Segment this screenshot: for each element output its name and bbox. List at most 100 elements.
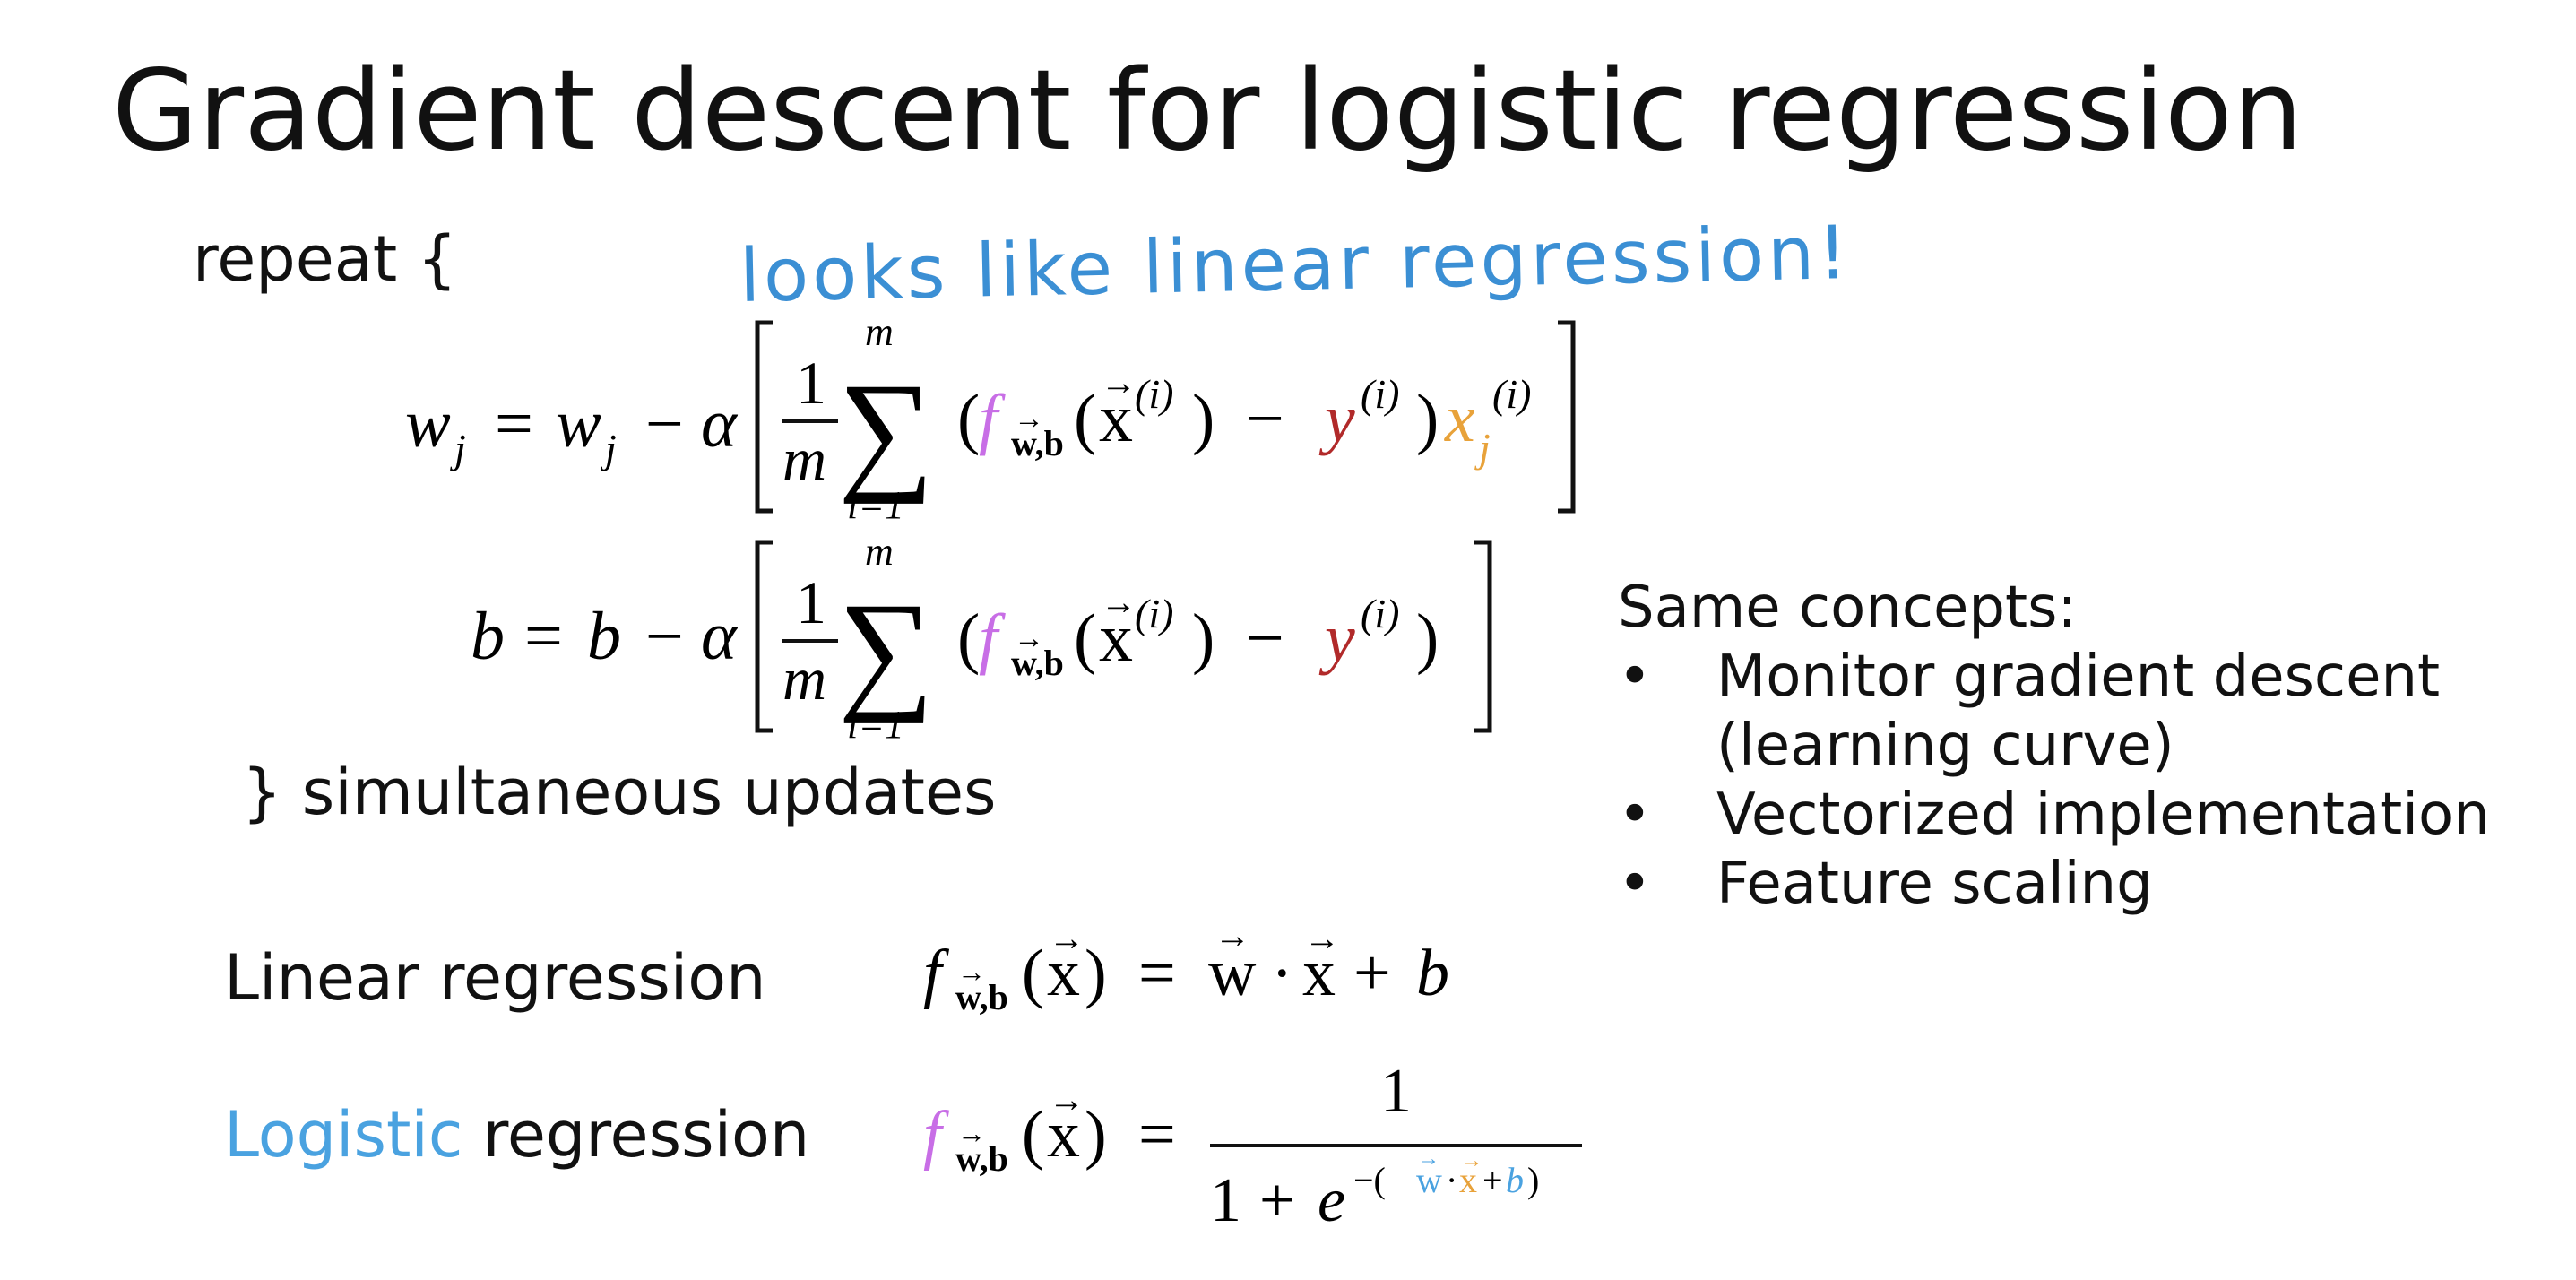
svg-text:): ) <box>1192 601 1215 676</box>
svg-text:(: ( <box>1022 937 1044 1010</box>
svg-text:x: x <box>1302 937 1336 1010</box>
svg-text:−: − <box>1246 601 1284 676</box>
svg-text:): ) <box>1085 937 1107 1010</box>
svg-text:→: → <box>957 956 986 988</box>
bullet: • <box>1618 782 1652 848</box>
svg-text:m: m <box>865 310 894 354</box>
svg-text:(i): (i) <box>1135 591 1173 636</box>
svg-text:y: y <box>1318 381 1355 456</box>
svg-text:α: α <box>701 386 739 462</box>
svg-text:1: 1 <box>796 349 826 417</box>
svg-text:=: = <box>495 386 533 462</box>
svg-text:j: j <box>601 426 617 471</box>
logistic-regression-label: Logistic regression <box>224 1098 809 1172</box>
concept-item-1: Monitor gradient descent <box>1716 644 2441 710</box>
svg-text:w: w <box>1208 937 1257 1010</box>
svg-text:b: b <box>471 599 505 674</box>
svg-text:e: e <box>1318 1166 1345 1235</box>
svg-text:f: f <box>979 381 1006 456</box>
svg-text:(i): (i) <box>1361 591 1399 636</box>
svg-text:b: b <box>1416 937 1449 1010</box>
svg-text:b: b <box>587 599 621 674</box>
svg-text:): ) <box>1192 381 1215 456</box>
svg-text:→: → <box>1215 915 1250 956</box>
svg-text:(i): (i) <box>1492 371 1531 417</box>
svg-text:): ) <box>1416 601 1439 676</box>
svg-text:1: 1 <box>1210 1166 1241 1235</box>
svg-text:(i): (i) <box>1135 371 1173 417</box>
svg-text:i=1: i=1 <box>847 483 904 527</box>
svg-text:+: + <box>1482 1160 1503 1200</box>
svg-text:=: = <box>524 599 563 674</box>
svg-text:x: x <box>1444 381 1475 456</box>
svg-text:∑: ∑ <box>838 575 934 724</box>
svg-text:m: m <box>782 425 826 493</box>
svg-text:w,b: w,b <box>1011 643 1064 683</box>
svg-text:=: = <box>1138 937 1176 1010</box>
svg-text:w: w <box>405 386 451 462</box>
svg-text:y: y <box>1318 601 1355 676</box>
svg-text:·: · <box>1446 1160 1457 1200</box>
svg-text:→: → <box>1014 402 1044 436</box>
b-update-equation: b = b − α 1 m ∑ m i=1 ( f → w,b ( → x (i… <box>471 530 1492 747</box>
same-concepts-heading: Same concepts: <box>1618 575 2077 641</box>
svg-text:→: → <box>1049 1079 1085 1120</box>
svg-text:j: j <box>1474 425 1491 471</box>
svg-text:−: − <box>645 386 684 462</box>
svg-text:−: − <box>1246 381 1284 456</box>
svg-text:w,b: w,b <box>1011 423 1064 463</box>
w-update-equation: w j = w j − α 1 m ∑ m i=1 ( f w,b → ( x … <box>405 310 1576 527</box>
svg-text:x: x <box>1099 381 1133 456</box>
logistic-word: Logistic <box>224 1098 463 1172</box>
svg-text:=: = <box>1138 1098 1176 1172</box>
svg-text:→: → <box>1014 622 1044 655</box>
svg-text:): ) <box>1416 381 1439 456</box>
svg-text:m: m <box>865 530 894 574</box>
svg-text:∑: ∑ <box>838 356 934 505</box>
svg-text:−(: −( <box>1353 1160 1386 1200</box>
page-title: Gradient descent for logistic regression <box>112 47 2304 176</box>
svg-text:i=1: i=1 <box>847 703 904 747</box>
svg-text:→: → <box>1049 918 1085 958</box>
svg-text:→: → <box>1304 918 1340 958</box>
svg-text:−: − <box>645 599 684 674</box>
svg-text:f: f <box>979 601 1006 676</box>
svg-text:m: m <box>782 644 826 713</box>
concept-item-2: Vectorized implementation <box>1716 782 2490 848</box>
simultaneous-updates-label: } simultaneous updates <box>242 756 997 829</box>
svg-text:f: f <box>923 937 950 1010</box>
svg-text:): ) <box>1527 1160 1539 1200</box>
svg-text:w,b: w,b <box>955 977 1008 1017</box>
svg-text:(: ( <box>1022 1098 1044 1172</box>
svg-text:x: x <box>1459 1160 1477 1200</box>
svg-text:+: + <box>1353 937 1391 1010</box>
concept-item-1-detail: (learning curve) <box>1716 713 2174 779</box>
linear-regression-label: Linear regression <box>224 941 766 1015</box>
repeat-label: repeat { <box>193 222 457 296</box>
linear-formula: f → w,b ( → x ) = → w · → x + b <box>923 915 1449 1017</box>
svg-text:x: x <box>1099 601 1133 676</box>
svg-text:α: α <box>701 599 739 674</box>
bullet: • <box>1618 644 1652 710</box>
logistic-formula: f → w,b ( → x ) = 1 1 + e −( → w · → x +… <box>923 1057 1582 1235</box>
svg-text:(: ( <box>1074 381 1096 456</box>
svg-text:x: x <box>1047 937 1080 1010</box>
svg-text:+: + <box>1259 1166 1294 1235</box>
svg-text:): ) <box>1085 1098 1107 1172</box>
svg-text:→: → <box>1101 582 1137 622</box>
svg-text:1: 1 <box>796 568 826 636</box>
svg-text:→: → <box>1101 362 1137 402</box>
svg-text:(: ( <box>957 381 980 456</box>
svg-text:b: b <box>1506 1160 1524 1200</box>
svg-text:f: f <box>923 1098 950 1172</box>
svg-text:w: w <box>1416 1160 1442 1200</box>
svg-text:(: ( <box>957 601 980 676</box>
svg-text:·: · <box>1271 937 1293 1010</box>
svg-text:→: → <box>1418 1147 1439 1171</box>
svg-text:→: → <box>957 1117 986 1149</box>
svg-text:j: j <box>450 426 466 471</box>
svg-text:→: → <box>1461 1149 1482 1172</box>
svg-text:(i): (i) <box>1361 371 1399 417</box>
svg-text:w: w <box>556 386 601 462</box>
